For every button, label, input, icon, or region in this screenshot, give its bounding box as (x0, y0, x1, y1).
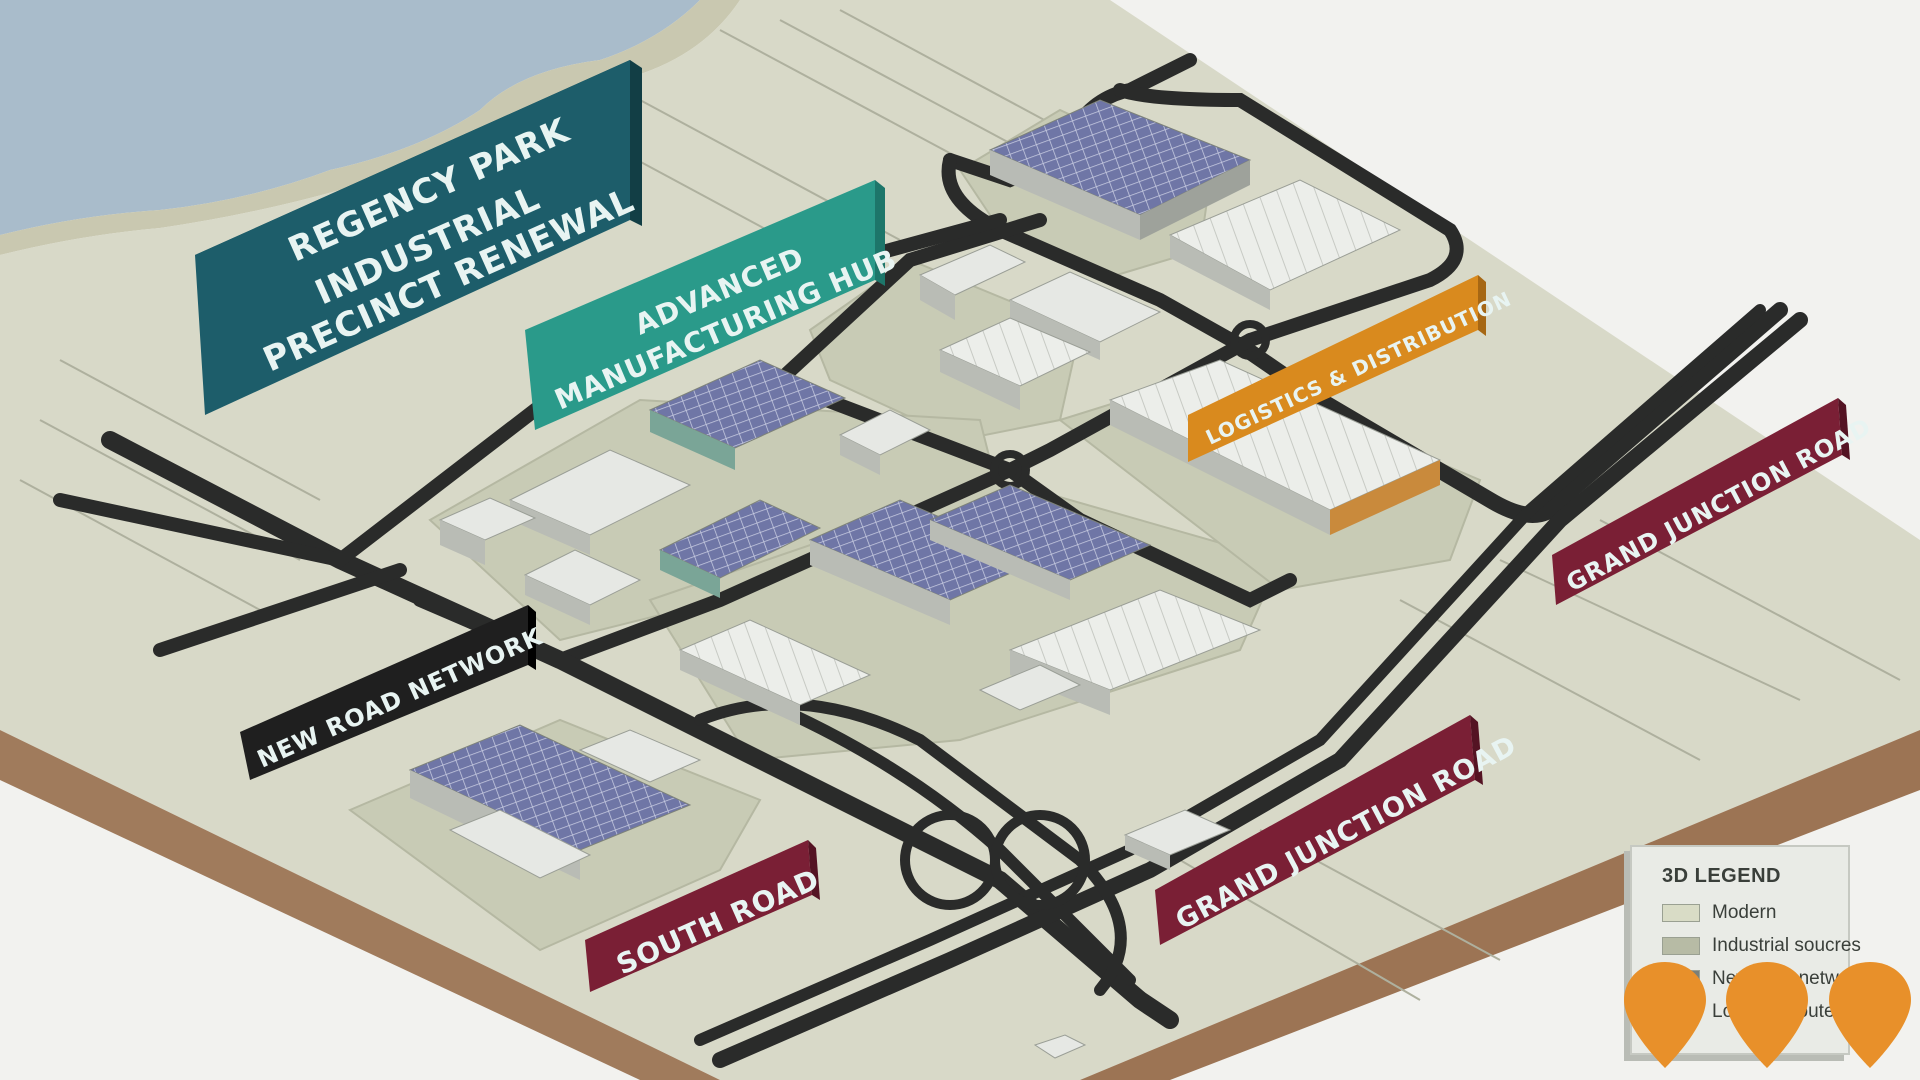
shoreline (0, 0, 740, 255)
legend-swatch (1662, 937, 1700, 955)
title-sign: REGENCY PARK INDUSTRIAL PRECINCT RENEWAL (195, 60, 642, 415)
legend-swatch (1662, 904, 1700, 922)
legend-swatch (1662, 1003, 1700, 1021)
water-body (0, 0, 700, 235)
legend-swatch (1662, 970, 1700, 988)
map-legend: 3D LEGEND Modern Industrial soucres New … (1630, 845, 1865, 1055)
legend-title: 3D LEGEND (1662, 865, 1781, 887)
legend-label: New road network (1712, 968, 1866, 989)
legend-label: Industrial soucres (1712, 935, 1861, 956)
legend-item: Logistics routes (1662, 1001, 1844, 1023)
land-edge-right (1080, 730, 1920, 1080)
land-edge-left (0, 730, 720, 1080)
legend-item: Industrial soucres (1662, 935, 1861, 957)
legend-item: New road network (1662, 968, 1865, 990)
buildings (408, 99, 1442, 1059)
legend-item: Modern (1662, 902, 1776, 924)
legend-label: Logistics routes (1712, 1001, 1845, 1022)
legend-label: Modern (1712, 902, 1777, 923)
